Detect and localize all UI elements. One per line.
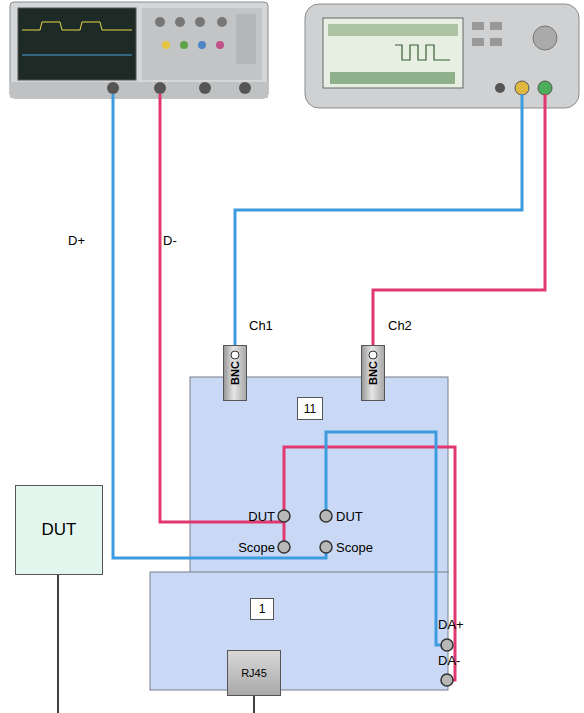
bnc-pin bbox=[229, 349, 241, 361]
connector-jack bbox=[278, 510, 453, 686]
bnc-connector: BNC bbox=[223, 345, 247, 401]
board-number: 11 bbox=[297, 397, 323, 420]
device-box: DUT bbox=[15, 485, 103, 575]
board bbox=[150, 572, 448, 690]
signal-label: Ch2 bbox=[388, 318, 412, 333]
board-number: 1 bbox=[250, 598, 274, 620]
coax-cable bbox=[235, 94, 522, 345]
signal-label: Scope bbox=[238, 540, 275, 555]
bnc-pin bbox=[367, 349, 379, 361]
box-text: RJ45 bbox=[241, 667, 267, 679]
coax-cable bbox=[113, 94, 326, 558]
coax-cable bbox=[160, 94, 284, 542]
box-text: DUT bbox=[42, 520, 77, 540]
signal-label: DA+ bbox=[438, 617, 464, 632]
oscilloscope bbox=[10, 2, 268, 98]
signal-label: DUT bbox=[248, 509, 275, 524]
signal-label: D+ bbox=[68, 233, 85, 248]
bnc-connector: BNC bbox=[361, 345, 385, 401]
signal-label: Ch1 bbox=[249, 318, 273, 333]
signal-label: DUT bbox=[336, 509, 363, 524]
function-generator bbox=[305, 4, 579, 108]
jumper-wire bbox=[326, 432, 450, 645]
box-text: BNC bbox=[229, 361, 241, 385]
coax-cable bbox=[373, 94, 545, 345]
signal-label: D- bbox=[163, 233, 177, 248]
box-text: BNC bbox=[367, 361, 379, 385]
rj45-jack: RJ45 bbox=[227, 650, 281, 696]
box-text: 1 bbox=[259, 602, 266, 616]
network-cable bbox=[253, 695, 255, 713]
network-cable bbox=[57, 575, 59, 713]
signal-label: Scope bbox=[336, 540, 373, 555]
jumper-wire bbox=[284, 447, 455, 680]
box-text: 11 bbox=[304, 402, 316, 416]
board bbox=[190, 377, 448, 573]
signal-label: DA- bbox=[438, 653, 460, 668]
